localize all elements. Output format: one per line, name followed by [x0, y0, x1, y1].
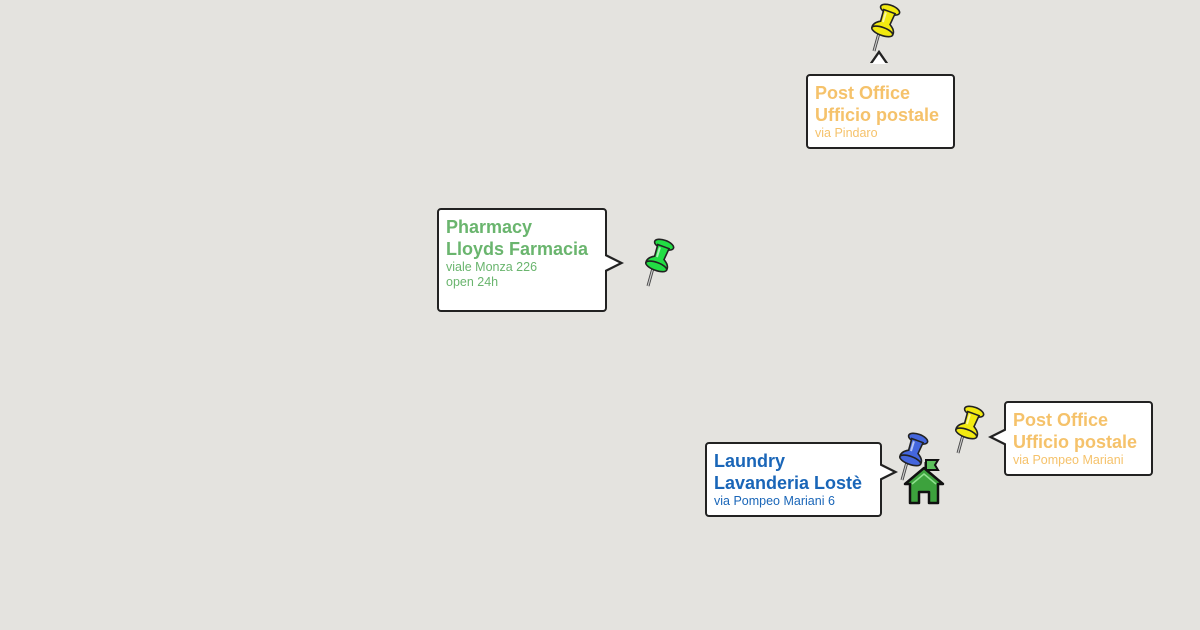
callout-title: Post Office [1013, 410, 1109, 430]
callout-post-office-pindaro[interactable]: Post Office Ufficio postale via Pindaro [806, 74, 955, 149]
callout-address: via Pompeo Mariani 6 [714, 494, 835, 508]
callout-hours: open 24h [446, 275, 499, 289]
callout-subtitle: Ufficio postale [815, 105, 940, 125]
home-icon[interactable] [902, 456, 948, 506]
pushpin-icon[interactable] [640, 238, 676, 290]
callout-laundry[interactable]: Laundry Lavanderia Lostè via Pompeo Mari… [705, 442, 882, 517]
callout-subtitle: Lloyds Farmacia [446, 239, 589, 259]
callout-subtitle: Ufficio postale [1013, 432, 1138, 452]
pushpin-icon[interactable] [950, 405, 986, 457]
callout-title: Pharmacy [446, 217, 533, 237]
callout-address: via Pompeo Mariani [1013, 453, 1124, 467]
pushpin-icon[interactable] [866, 3, 902, 55]
callout-subtitle: Lavanderia Lostè [714, 473, 863, 493]
callout-pharmacy[interactable]: Pharmacy Lloyds Farmacia viale Monza 226… [437, 208, 607, 312]
callout-post-office-mariani[interactable]: Post Office Ufficio postale via Pompeo M… [1004, 401, 1153, 476]
callout-address: viale Monza 226 [446, 260, 538, 274]
callout-title: Post Office [815, 83, 911, 103]
callout-title: Laundry [714, 451, 786, 471]
callout-address: via Pindaro [815, 126, 878, 140]
